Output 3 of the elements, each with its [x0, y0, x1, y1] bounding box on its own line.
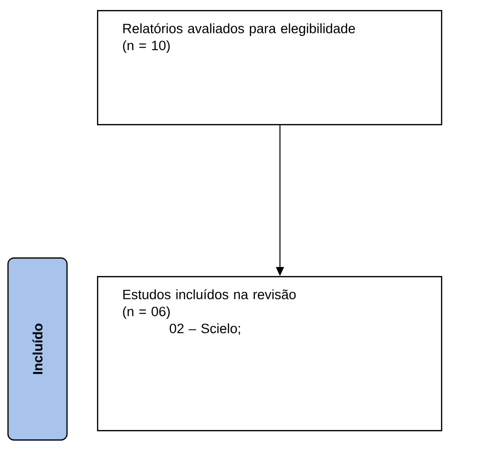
- process-box: Estudos incluídos na revisão (n = 06) 02 – Scielo;: [97, 276, 442, 432]
- process-box: Relatórios avaliados para elegibilidade (n = 10): [97, 10, 442, 126]
- stage-label: Incluído: [7, 257, 68, 441]
